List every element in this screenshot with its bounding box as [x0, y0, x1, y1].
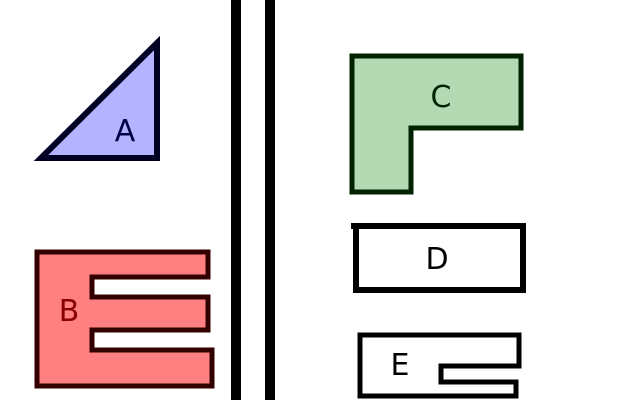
shape-a: A	[33, 35, 160, 161]
shape-c: C	[349, 53, 524, 195]
shape-e-label: E	[391, 348, 410, 383]
shape-c-l-shape	[349, 53, 524, 195]
divider-left-bar	[231, 0, 241, 400]
shape-e-notched-shape	[357, 332, 522, 399]
shape-d-rectangle	[353, 223, 526, 293]
shape-c-label: C	[431, 80, 452, 115]
shape-a-triangle	[33, 35, 160, 161]
divider-right-bar	[265, 0, 275, 400]
shape-e: E	[357, 332, 522, 399]
shape-a-label: A	[115, 114, 136, 149]
shape-b-e-shape	[34, 249, 215, 389]
shape-b-label: B	[59, 294, 80, 329]
shape-b: B	[34, 249, 215, 389]
shape-d-label: D	[425, 242, 448, 277]
shape-d: D	[351, 223, 526, 293]
